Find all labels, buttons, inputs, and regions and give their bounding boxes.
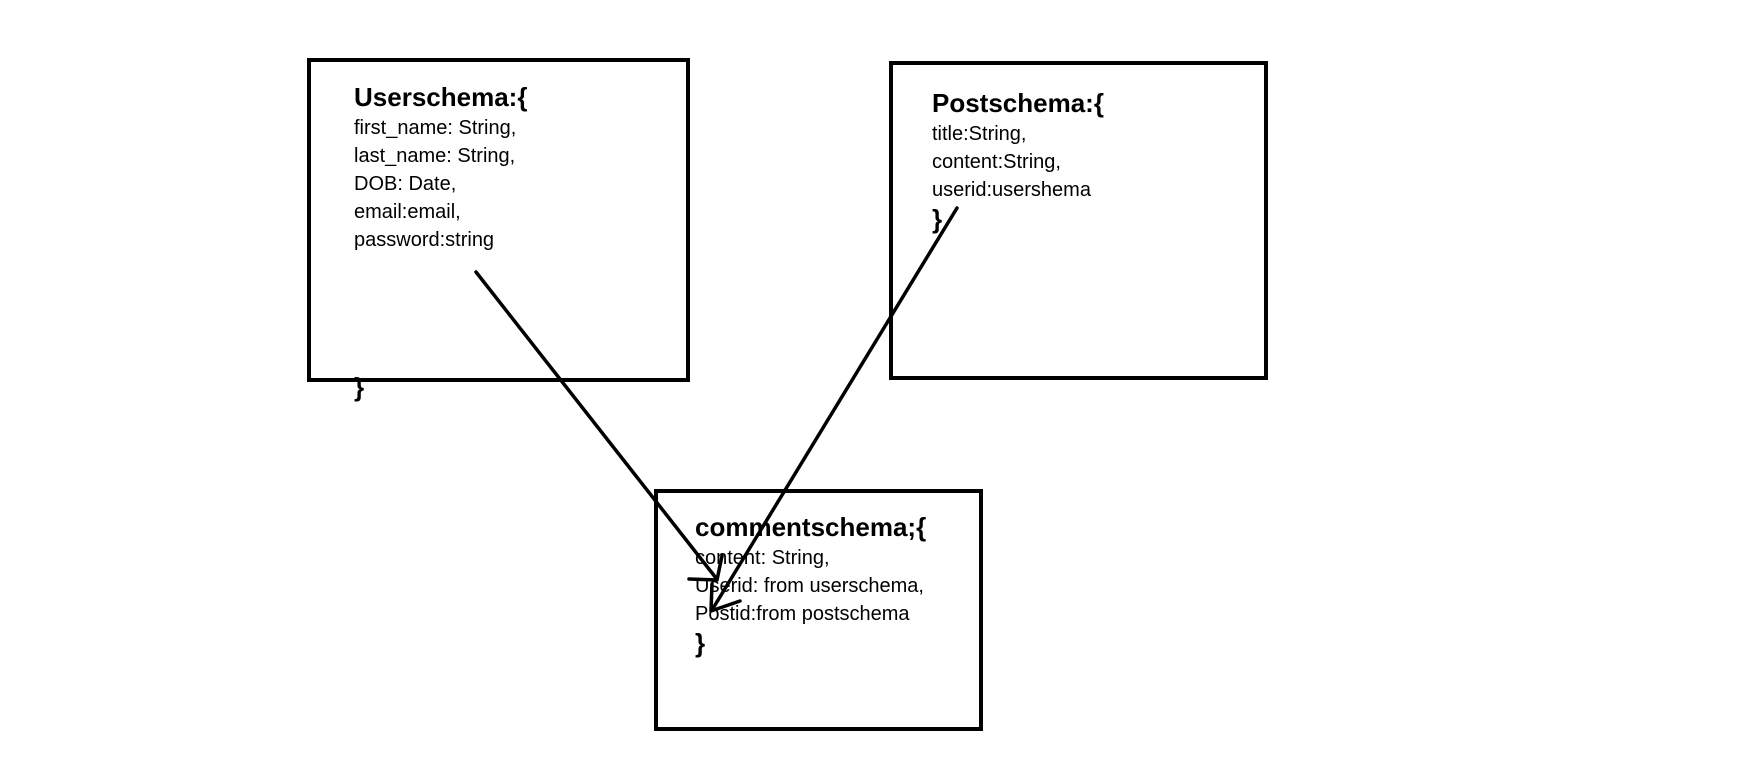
user-schema-title: Userschema:{: [354, 82, 528, 112]
user-schema-text: Userschema:{ first_name: String, last_na…: [354, 80, 527, 254]
user-field-email: email:email,: [354, 201, 461, 223]
user-field-first-name: first_name: String,: [354, 117, 517, 139]
post-field-userid: userid:usershema: [932, 179, 1091, 201]
post-field-content: content:String,: [932, 151, 1061, 173]
post-schema-title: Postschema:{: [932, 88, 1104, 118]
post-schema-text: Postschema:{ title:String, content:Strin…: [932, 86, 1104, 234]
user-field-dob: DOB: Date,: [354, 173, 457, 195]
comment-schema-close-brace: }: [695, 628, 706, 658]
comment-field-postid: Postid:from postschema: [695, 603, 910, 625]
comment-schema-text: commentschema;{ content: String, Userid:…: [695, 510, 926, 658]
post-schema-close-brace: }: [932, 204, 943, 234]
comment-field-userid: Userid: from userschema,: [695, 575, 924, 597]
comment-schema-title: commentschema;{: [695, 512, 927, 542]
post-field-title: title:String,: [932, 123, 1027, 145]
user-field-last-name: last_name: String,: [354, 145, 516, 167]
comment-field-content: content: String,: [695, 547, 830, 569]
user-schema-close-brace: }: [354, 372, 365, 402]
user-field-password: password:string: [354, 229, 495, 251]
